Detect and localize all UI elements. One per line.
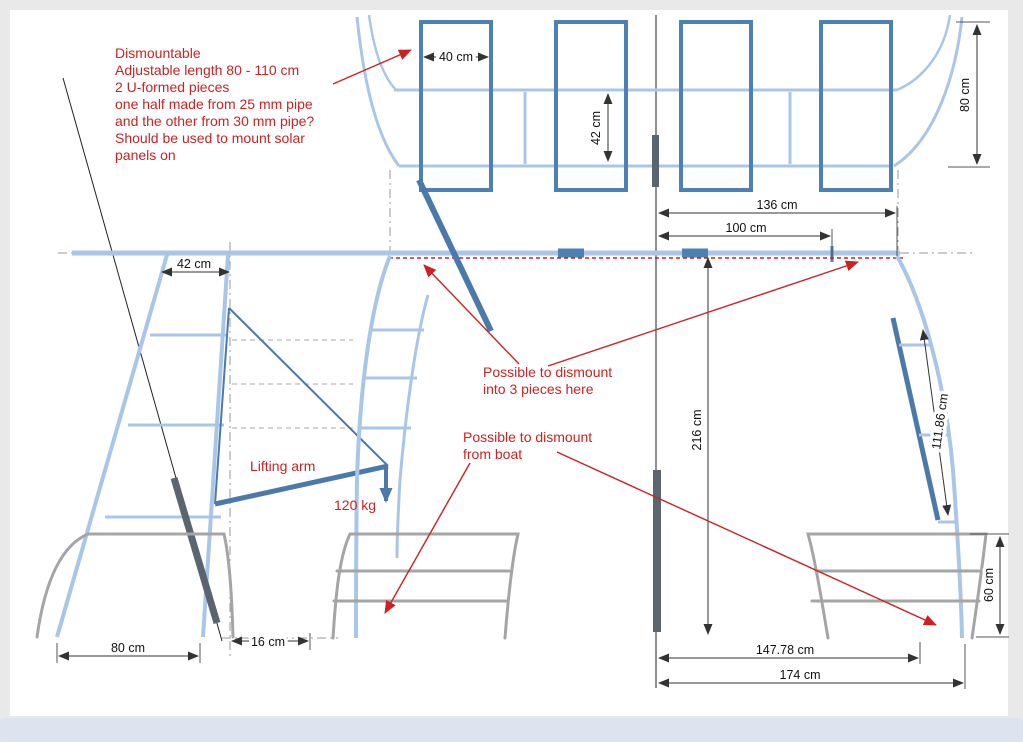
hulls — [35, 532, 988, 640]
hull-front-right — [806, 532, 988, 640]
dim-ladder-top-label: 42 cm — [177, 257, 211, 271]
dismount-pieces-arrow-left — [423, 264, 520, 365]
plan-view — [355, 14, 964, 192]
note-dismount-boat-line-1: Possible to dismount — [463, 429, 592, 445]
dim-base-174-label: 174 cm — [780, 668, 821, 682]
dim-hull-height-label: 60 cm — [982, 568, 996, 602]
arch-right-leg — [895, 255, 964, 639]
dim-brace-line — [919, 329, 952, 516]
dim-rail-gap-label: 42 cm — [589, 111, 603, 145]
dim-arch-100-label: 100 cm — [726, 221, 767, 235]
note-dismountable-line-4: one half made from 25 mm pipe — [115, 96, 313, 112]
solar-panel-1 — [419, 20, 493, 192]
note-dismount-pieces-line-1: Possible to dismount — [483, 364, 612, 380]
arch-left-leg — [354, 255, 392, 639]
dim-topview-side-label: 80 cm — [958, 78, 972, 112]
side-support-bar — [170, 477, 221, 624]
dismount-boat-arrow-left — [384, 462, 471, 614]
side-rear-leg — [201, 254, 230, 638]
mast-bar-plan — [652, 135, 659, 187]
lifting-arm-mast — [214, 307, 230, 505]
solar-panel-2 — [554, 20, 628, 192]
hull-side-view — [35, 532, 235, 639]
lifting-arm-label: Lifting arm — [250, 458, 315, 474]
note-dismount-boat-line-2: from boat — [463, 446, 522, 462]
note-dismountable-line-5: and the other from 30 mm pipe? — [115, 113, 314, 129]
cross-rail — [72, 246, 903, 262]
solar-panel-4 — [819, 20, 893, 192]
note-dismountable-line-2: Adjustable length 80 - 110 cm — [115, 62, 299, 78]
dismount-boat-arrow-right — [556, 451, 937, 626]
dim-panel-width-label: 40 cm — [439, 50, 473, 64]
dim-base-147-label: 147.78 cm — [756, 643, 814, 657]
dim-base-80-label: 80 cm — [111, 641, 145, 655]
dismount-pieces-arrow-right — [547, 260, 859, 367]
dim-base-16-label: 16 cm — [251, 635, 285, 649]
note-dismountable-line-7: panels on — [115, 147, 176, 163]
note-dismount-pieces-line-2: into 3 pieces here — [483, 381, 594, 397]
load-label: 120 kg — [334, 497, 376, 513]
plan-right-outer-curve — [893, 16, 964, 168]
plan-left-outer-curve — [355, 16, 401, 167]
bottom-strip — [0, 718, 1023, 742]
mast-bar-front — [653, 470, 661, 632]
dim-arch-height-label: 216 cm — [690, 410, 704, 451]
note-dismountable-arrow — [332, 49, 412, 85]
note-dismountable-line-3: 2 U-formed pieces — [115, 79, 229, 95]
side-front-leg — [55, 254, 169, 638]
lifting-arm-cable — [228, 307, 389, 467]
note-dismountable-line-1: Dismountable — [115, 45, 201, 61]
plan-right-inner-curve — [896, 14, 952, 92]
plan-left-inner-curve — [367, 14, 397, 91]
note-dismountable-line-6: Should be used to mount solar — [115, 130, 305, 146]
solar-panel-3 — [679, 20, 753, 192]
annotations: Dismountable Adjustable length 80 - 110 … — [115, 45, 937, 626]
arch-left-brace — [416, 178, 494, 333]
dim-arch-136-label: 136 cm — [757, 198, 798, 212]
